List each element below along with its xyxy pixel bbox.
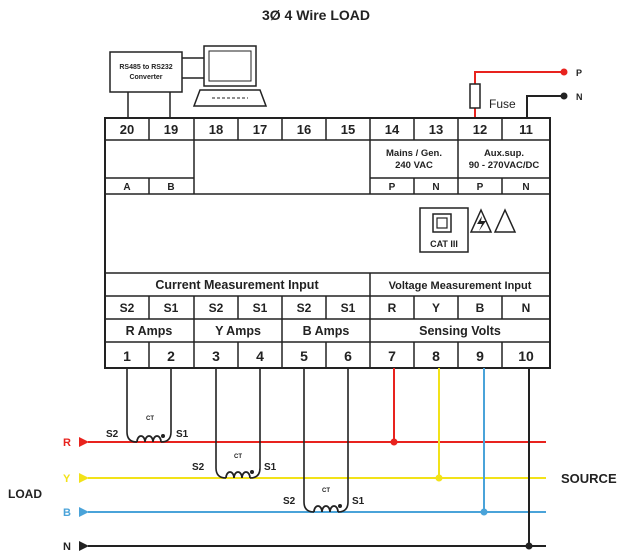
terminal-2: 2 [167, 348, 175, 364]
terminal-8: 8 [432, 348, 440, 364]
n-tap-dot [525, 542, 533, 550]
voltage-terminal-y: Y [432, 301, 440, 315]
ct-label: CT [146, 416, 154, 422]
terminal-12: 12 [473, 122, 487, 137]
voltage-input-header: Voltage Measurement Input [389, 280, 532, 292]
terminal-11: 11 [519, 122, 533, 137]
load-label: LOAD [8, 487, 42, 501]
terminal-18: 18 [209, 122, 223, 137]
y-amps-label: Y Amps [215, 324, 261, 338]
top-terminals: 20 19 18 17 16 15 14 13 12 11 [120, 122, 533, 137]
ct-s1-label: S1 [352, 496, 365, 507]
terminal-7: 7 [388, 348, 396, 364]
converter-label-1: RS485 to RS232 [119, 64, 172, 71]
terminal-13: 13 [429, 122, 443, 137]
source-label: SOURCE [561, 471, 617, 486]
mains-label-1: Mains / Gen. [386, 148, 442, 159]
aux-label-1: Aux.sup. [484, 148, 524, 159]
phase-b-label: B [63, 507, 71, 519]
ct-s1-label: S1 [176, 429, 189, 440]
supply-p-label: P [576, 68, 582, 78]
ct-s1-label: S1 [264, 462, 277, 473]
terminal-5: 5 [300, 348, 308, 364]
ct-terminal-label: S1 [341, 301, 356, 315]
safety-symbols: CAT III [419, 207, 517, 253]
bottom-terminals: 1 2 3 4 5 6 7 8 9 10 [123, 348, 534, 364]
fuse-label: Fuse [489, 97, 516, 111]
r-tap-dot [390, 438, 398, 446]
terminal-17: 17 [253, 122, 267, 137]
ct-terminal-label: S1 [253, 301, 268, 315]
terminal-14: 14 [385, 122, 400, 137]
terminal-9: 9 [476, 348, 484, 364]
supply-n-label: N [576, 92, 583, 102]
terminal-1: 1 [123, 348, 131, 364]
converter-label-2: Converter [129, 74, 162, 81]
ct-y-icon: CT S2 S1 [192, 368, 277, 479]
ct-label: CT [234, 454, 242, 460]
aux-p-label: P [477, 182, 484, 193]
terminal-4: 4 [256, 348, 264, 364]
phase-y-label: Y [63, 473, 71, 485]
ct-label: CT [322, 488, 330, 494]
input-label-row: S2 S1 S2 S1 S2 S1 R Y B N [120, 301, 531, 315]
mains-n-label: N [432, 182, 439, 193]
ct-s2-label: S2 [283, 496, 296, 507]
ct-r-icon: CT S2 S1 [106, 368, 189, 443]
b-amps-label: B Amps [303, 324, 350, 338]
ct-s2-label: S2 [106, 429, 119, 440]
terminal-15: 15 [341, 122, 355, 137]
ct-terminal-label: S2 [120, 301, 135, 315]
voltage-terminal-n: N [522, 301, 531, 315]
converter-box: RS485 to RS232 Converter [109, 51, 183, 93]
supply-p-dot [560, 68, 568, 76]
voltage-terminal-b: B [476, 301, 485, 315]
y-tap-dot [435, 474, 443, 482]
rs485-a-label: A [123, 182, 130, 193]
ct-b-icon: CT S2 S1 [283, 368, 365, 513]
r-amps-label: R Amps [126, 324, 173, 338]
ct-s2-label: S2 [192, 462, 205, 473]
terminal-6: 6 [344, 348, 352, 364]
mains-p-label: P [389, 182, 396, 193]
terminal-3: 3 [212, 348, 220, 364]
caution-icon [493, 208, 517, 233]
current-input-header: Current Measurement Input [155, 278, 319, 292]
diagram-title: 3Ø 4 Wire LOAD [262, 7, 370, 23]
terminal-19: 19 [164, 122, 178, 137]
terminal-10: 10 [518, 348, 534, 364]
ct-terminal-label: S2 [209, 301, 224, 315]
rs485-b-label: B [167, 182, 174, 193]
terminal-16: 16 [297, 122, 311, 137]
phase-r-label: R [63, 437, 71, 449]
aux-label-2: 90 - 270VAC/DC [469, 160, 540, 171]
ct-terminal-label: S1 [164, 301, 179, 315]
computer-icon [192, 45, 268, 107]
voltage-terminal-r: R [388, 301, 397, 315]
terminal-20: 20 [120, 122, 134, 137]
ct-terminal-label: S2 [297, 301, 312, 315]
meter-body [104, 117, 551, 369]
sensing-volts-label: Sensing Volts [419, 324, 501, 338]
fuse-icon [469, 83, 481, 109]
phase-n-label: N [63, 541, 71, 553]
aux-n-label: N [522, 182, 529, 193]
supply-n-dot [560, 92, 568, 100]
b-tap-dot [480, 508, 488, 516]
cat-rating-label: CAT III [430, 239, 458, 249]
mains-label-2: 240 VAC [395, 160, 433, 171]
